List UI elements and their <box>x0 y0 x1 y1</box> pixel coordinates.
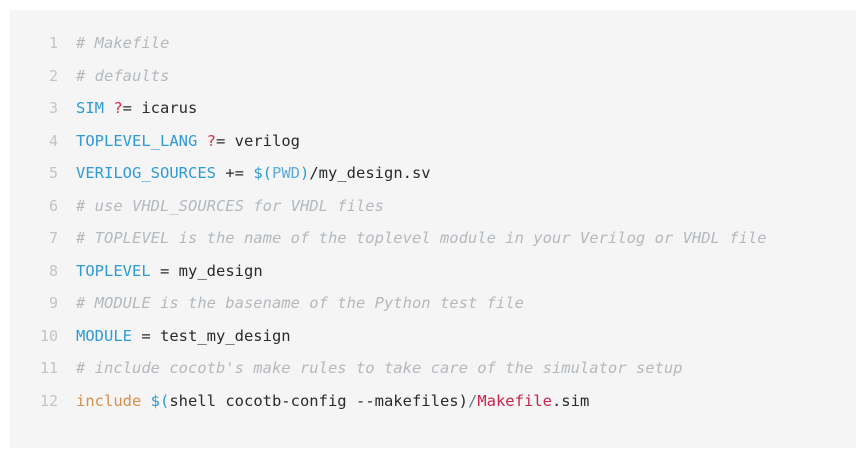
line-number: 7 <box>48 229 58 248</box>
token-comment: # defaults <box>76 66 170 85</box>
token-dollar: $( <box>150 392 170 411</box>
token-dollar: $( <box>253 164 272 183</box>
token-inner: PWD <box>271 164 300 183</box>
line-content: VERILOG_SOURCES += $(PWD)/my_design.sv <box>58 157 431 190</box>
line-number: 10 <box>39 326 58 345</box>
line-number: 1 <box>48 34 58 52</box>
token-assignq: ? <box>206 131 216 150</box>
token-target: Makefile <box>477 392 552 411</box>
line-content: SIM ?= icarus <box>58 92 197 125</box>
code-line: 1 # Makefile <box>10 27 856 60</box>
line-number: 5 <box>48 164 58 183</box>
token-comment: # use VHDL_SOURCES for VHDL files <box>76 196 384 215</box>
token-slash: / <box>467 392 478 411</box>
line-number: 11 <box>39 359 58 378</box>
token-var: MODULE <box>76 326 142 345</box>
token-var: TOPLEVEL <box>76 261 160 280</box>
token-comment: # MODULE is the basename of the Python t… <box>76 294 524 313</box>
line-content: TOPLEVEL_LANG ?= verilog <box>58 125 300 158</box>
token-plain: /my_design.sv <box>309 164 431 183</box>
line-number: 8 <box>48 261 58 280</box>
token-comment: # TOPLEVEL is the name of the toplevel m… <box>76 229 767 248</box>
line-content: MODULE = test_my_design <box>58 320 291 353</box>
token-comment: # include cocotb's make rules to take ca… <box>76 359 683 378</box>
line-number: 3 <box>48 99 58 118</box>
token-plain: = verilog <box>216 131 300 150</box>
line-number: 4 <box>48 131 58 150</box>
token-var: TOPLEVEL_LANG <box>76 131 207 150</box>
line-number: 9 <box>48 294 58 313</box>
line-content: # include cocotb's make rules to take ca… <box>58 352 683 385</box>
line-content: # MODULE is the basename of the Python t… <box>58 287 524 320</box>
code-line: 7 # TOPLEVEL is the name of the toplevel … <box>10 222 856 255</box>
token-paren: ) <box>299 164 310 183</box>
code-line: 2 # defaults <box>10 60 856 93</box>
token-plain: = my_design <box>160 261 263 280</box>
token-plain: shell cocotb-config --makefiles <box>169 392 459 411</box>
line-content: # use VHDL_SOURCES for VHDL files <box>58 190 384 223</box>
token-plain: ) <box>458 392 468 411</box>
line-number: 2 <box>48 66 58 85</box>
line-content: # Makefile <box>58 27 169 60</box>
token-assignq: ? <box>113 99 123 118</box>
token-keyword: include <box>76 392 151 411</box>
token-plain: += <box>225 164 254 183</box>
token-var: VERILOG_SOURCES <box>76 164 226 183</box>
line-content: # TOPLEVEL is the name of the toplevel m… <box>58 222 767 255</box>
code-line: 11 # include cocotb's make rules to take … <box>10 352 856 385</box>
token-plain: = test_my_design <box>141 326 291 345</box>
line-content: # defaults <box>58 60 169 93</box>
line-content: TOPLEVEL = my_design <box>58 255 263 288</box>
token-comment: # Makefile <box>76 34 170 52</box>
line-number: 6 <box>48 196 58 215</box>
token-var: SIM <box>76 99 114 118</box>
line-content: include $(shell cocotb-config --makefile… <box>58 385 589 418</box>
code-line: 9 # MODULE is the basename of the Python … <box>10 287 856 320</box>
code-line: 6 # use VHDL_SOURCES for VHDL files <box>10 190 856 223</box>
line-number: 12 <box>39 392 58 411</box>
token-plain: = icarus <box>122 99 198 118</box>
token-plain: .sim <box>551 392 590 411</box>
